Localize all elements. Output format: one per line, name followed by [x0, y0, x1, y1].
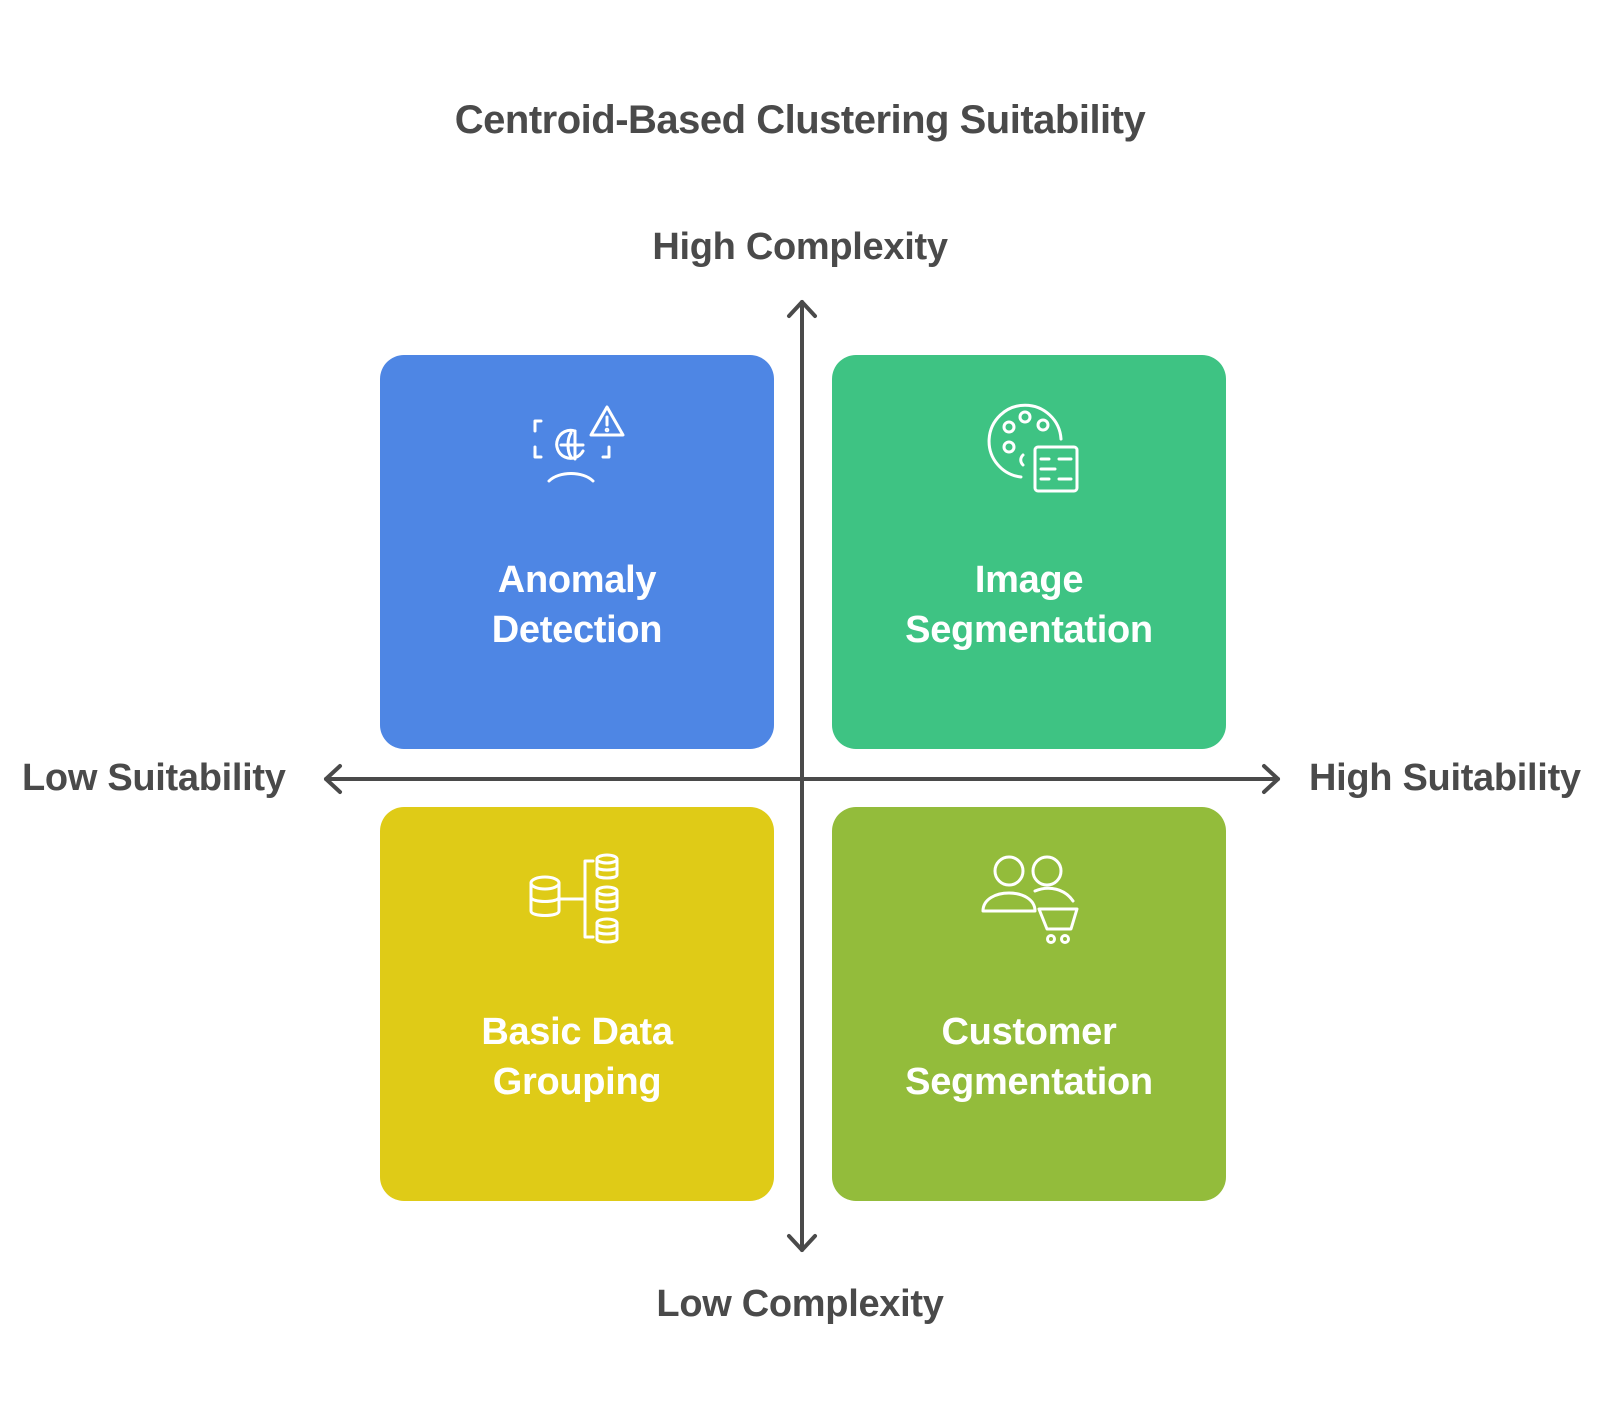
quadrant-label-line1: Basic Data [481, 1011, 673, 1053]
arrow-right-icon [1262, 764, 1280, 794]
diagram-title: Centroid-Based Clustering Suitability [454, 98, 1146, 142]
palette-layers-icon [987, 403, 1079, 493]
axis-label-low-complexity: Low Complexity [656, 1283, 944, 1325]
users-cart-icon [981, 855, 1079, 944]
axis-label-high-complexity: High Complexity [652, 226, 948, 268]
arrow-down-icon [787, 1234, 817, 1252]
database-grouping-icon [529, 853, 619, 944]
quadrant-label-line1: Anomaly [497, 559, 657, 601]
quadrant-label: Customer Segmentation [832, 1007, 1226, 1107]
quadrant-label-line2: Grouping [492, 1061, 662, 1103]
quadrant-label-line2: Detection [491, 609, 663, 651]
quadrant-image-segmentation: Image Segmentation [832, 355, 1226, 749]
axis-label-high-suitability: High Suitability [1309, 757, 1581, 799]
arrow-left-icon [324, 764, 342, 794]
quadrant-label: Image Segmentation [832, 555, 1226, 655]
quadrant-label-line2: Segmentation [905, 609, 1153, 651]
arrow-up-icon [787, 300, 817, 318]
quadrant-anomaly-detection: Anomaly Detection [380, 355, 774, 749]
quadrant-label-line1: Customer [941, 1011, 1117, 1053]
quadrant-label-line1: Image [974, 559, 1084, 601]
quadrant-basic-data-grouping: Basic Data Grouping [380, 807, 774, 1201]
quadrant-label-line2: Segmentation [905, 1061, 1153, 1103]
axis-label-low-suitability: Low Suitability [22, 757, 286, 799]
anomaly-scan-warning-icon [533, 405, 625, 483]
quadrant-customer-segmentation: Customer Segmentation [832, 807, 1226, 1201]
quadrant-label: Basic Data Grouping [380, 1007, 774, 1107]
quadrant-label: Anomaly Detection [380, 555, 774, 655]
